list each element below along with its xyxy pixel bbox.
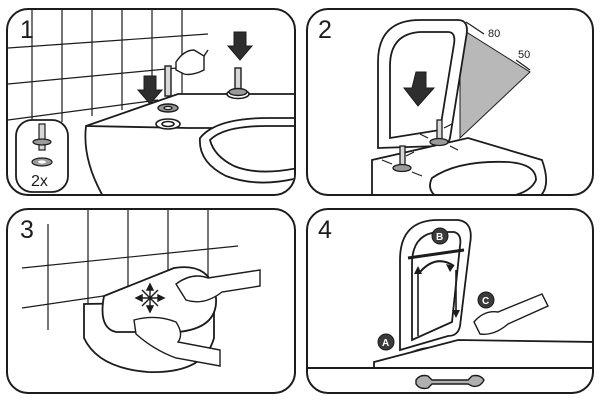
arrow-down-icon xyxy=(226,31,254,61)
hand xyxy=(473,293,549,335)
arrow-down-icon xyxy=(402,71,436,107)
clearance-area xyxy=(459,27,531,140)
panel-step-4: 4 A B C xyxy=(306,208,594,394)
step-2-illustration: 80 50 xyxy=(371,19,548,194)
step-3-illustration xyxy=(21,210,261,373)
step-1-illustration: 2x xyxy=(8,10,294,194)
panel-step-1: 1 xyxy=(6,8,296,196)
marker-a: A xyxy=(377,333,395,351)
quantity-label: 2x xyxy=(31,173,48,190)
svg-text:A: A xyxy=(382,338,389,349)
wrench-icon xyxy=(415,374,485,390)
step-1-number: 1 xyxy=(20,16,34,44)
step-2-number: 2 xyxy=(318,16,332,44)
marker-b: B xyxy=(431,227,449,245)
dimension-lines xyxy=(465,21,531,71)
arrow-down-icon xyxy=(136,75,164,105)
svg-text:B: B xyxy=(436,232,443,243)
step-3-number: 3 xyxy=(20,216,34,244)
adjust-arrows-icon xyxy=(381,123,459,177)
wall-tiles xyxy=(8,10,209,128)
toilet-bowl xyxy=(84,93,294,194)
bolt-left xyxy=(157,65,179,113)
dimension-50: 50 xyxy=(518,49,530,61)
panel-step-2: 2 80 50 xyxy=(306,8,594,196)
hand xyxy=(133,316,221,367)
rotate-arrow-icon xyxy=(419,260,455,273)
svg-text:C: C xyxy=(482,296,489,307)
hinge-bolts xyxy=(392,119,449,173)
dimension-80: 80 xyxy=(488,28,500,40)
bolt-set-callout: 2x xyxy=(15,119,69,193)
panel-step-3: 3 xyxy=(6,208,296,394)
marker-c: C xyxy=(477,291,495,309)
toilet-bowl xyxy=(371,137,548,194)
bolt-right xyxy=(228,67,248,97)
hand xyxy=(175,269,261,303)
step-4-illustration: A B C xyxy=(308,219,592,390)
direction-arrows-icon xyxy=(134,282,166,314)
step-4-number: 4 xyxy=(318,216,332,244)
hand xyxy=(175,49,205,76)
